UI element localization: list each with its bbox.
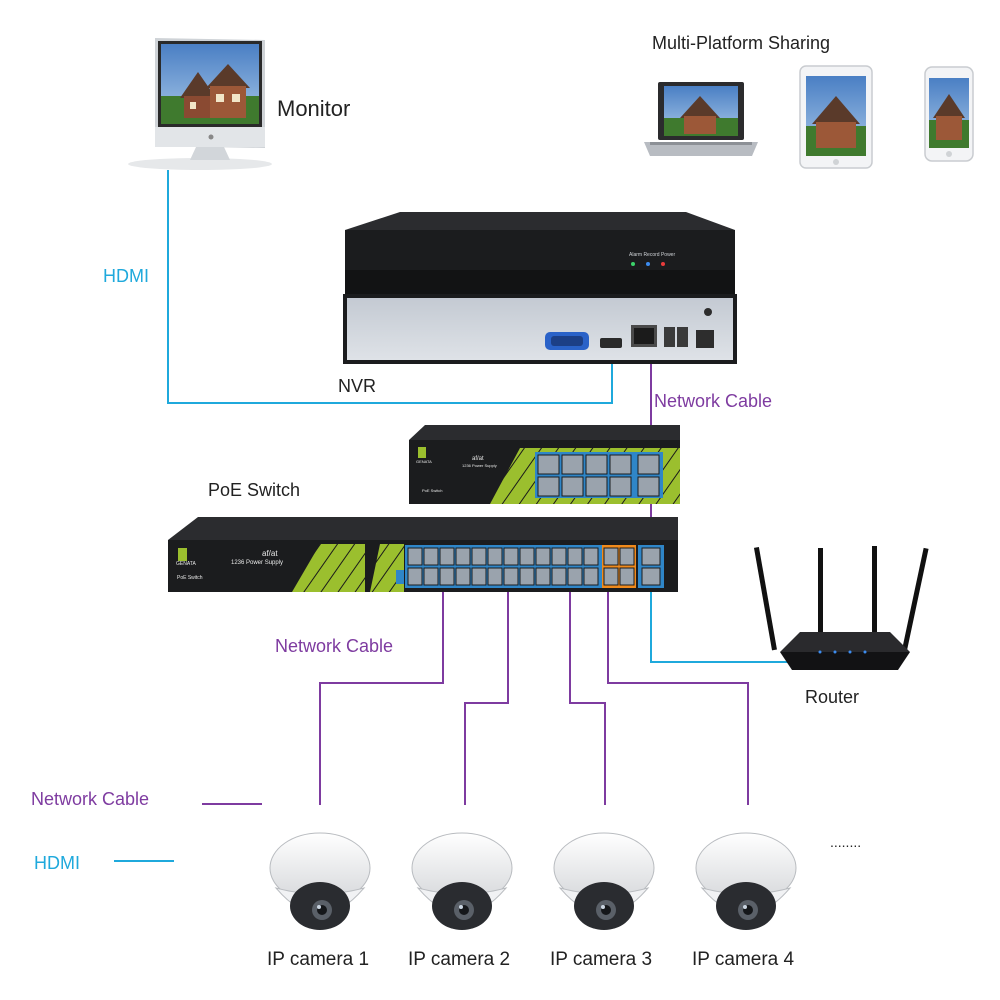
large-switch-model: PoE Switch [177, 575, 203, 581]
network-cable-nvr-label: Network Cable [654, 391, 773, 411]
small-switch-model: PoE Switch [422, 488, 443, 493]
poe-switch-small [409, 425, 680, 504]
camera-label-4: IP camera 4 [692, 949, 795, 970]
small-switch-brand: GENATA [416, 459, 432, 464]
network-line-switch-router [650, 592, 790, 663]
small-switch-power: 1236 Power Supply [462, 463, 497, 468]
camera-label-2: IP camera 2 [408, 949, 511, 970]
ip-camera-2-device [411, 832, 513, 930]
large-switch-brand: GENATA [176, 561, 196, 567]
phone-device [924, 66, 974, 162]
multi-platform-label: Multi-Platform Sharing [652, 33, 831, 53]
ip-camera-4-device [695, 832, 797, 930]
network-line-camera-3 [569, 590, 606, 805]
network-cable-cameras-label: Network Cable [275, 636, 394, 656]
monitor-device [128, 38, 272, 170]
ellipsis-label: ........ [830, 834, 862, 850]
router-device [753, 546, 929, 670]
tablet-device [799, 65, 873, 169]
small-switch-ports [537, 454, 660, 497]
small-switch-type: af/at [472, 456, 484, 462]
monitor-label: Monitor [277, 96, 351, 121]
router-label: Router [805, 687, 860, 707]
legend-network-cable-label: Network Cable [31, 789, 150, 809]
network-line-camera-1 [319, 590, 444, 805]
network-line-camera-2 [464, 590, 509, 805]
hdmi-label: HDMI [103, 266, 149, 286]
nvr-led-labels: Alarm Record Power [629, 252, 676, 258]
network-line-camera-4 [607, 590, 749, 805]
camera-label-1: IP camera 1 [267, 949, 370, 970]
large-switch-type: af/at [262, 549, 278, 558]
laptop-device [644, 82, 758, 156]
ip-camera-3-device [553, 832, 655, 930]
poe-switch-large [168, 517, 678, 592]
large-switch-power: 1236 Power Supply [231, 560, 284, 566]
large-switch-ports [407, 547, 661, 586]
legend-hdmi-label: HDMI [34, 853, 80, 873]
nvr-label: NVR [338, 376, 377, 396]
poe-switch-label: PoE Switch [208, 480, 301, 500]
ip-camera-1-device [269, 832, 371, 930]
nvr-device [343, 212, 737, 364]
hdmi-line-monitor-nvr [167, 170, 613, 404]
camera-label-3: IP camera 3 [550, 949, 653, 970]
